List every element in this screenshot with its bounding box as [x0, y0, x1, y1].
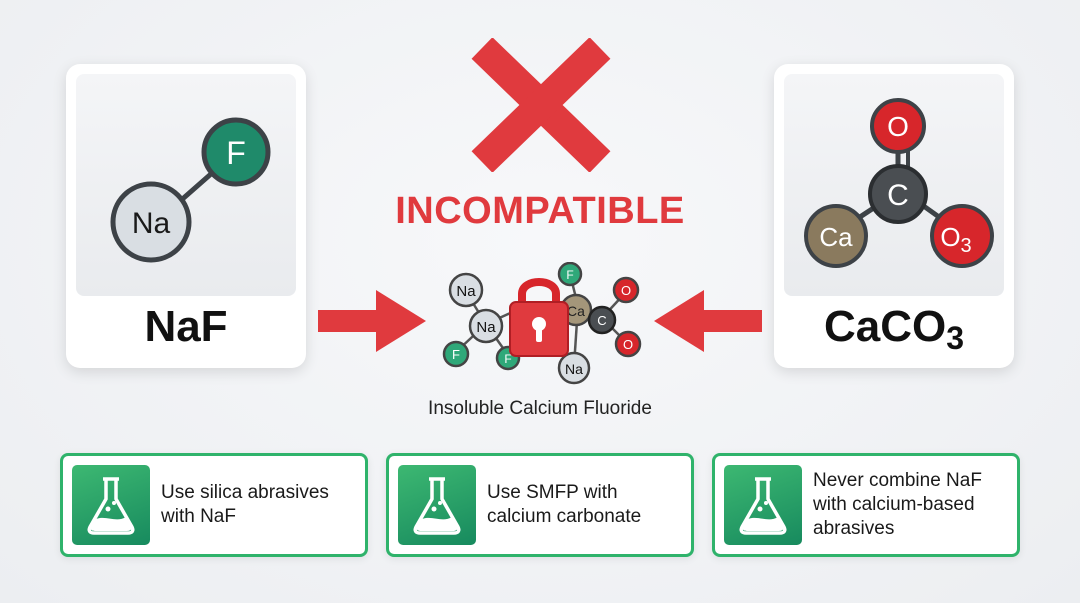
flask-icon	[72, 465, 150, 545]
oxygen-right-atom-label: O3	[940, 222, 971, 257]
calcium-atom-label: Ca	[819, 222, 853, 252]
tip-card-1: Use silica abrasives with NaF	[60, 453, 368, 557]
cluster-f-top-label: F	[566, 268, 573, 282]
tip-text-2: Use SMFP with calcium carbonate	[487, 482, 642, 527]
incompatible-headline: INCOMPATIBLE	[395, 190, 685, 232]
naf-molecule-panel: Na F	[76, 74, 296, 296]
caco3-card: O C Ca O3 CaCO3	[774, 64, 1014, 368]
right-arrow-icon	[654, 290, 762, 352]
caco3-formula: CaCO3	[823, 302, 965, 356]
calcium-fluoride-cluster: Na Na F F F Ca C O O Na	[442, 262, 642, 385]
cluster-na-mid-label: Na	[476, 319, 496, 336]
left-arrow-icon	[318, 290, 426, 352]
flask-icon	[724, 465, 802, 545]
sodium-atom-label: Na	[132, 207, 171, 240]
cluster-f-left-label: F	[452, 347, 460, 362]
carbon-atom-label: C	[887, 179, 909, 212]
caco3-molecule-panel: O C Ca O3	[784, 74, 1004, 296]
padlock-icon	[509, 278, 569, 357]
cluster-na-bottom-label: Na	[565, 361, 583, 377]
oxygen-top-atom-label: O	[887, 111, 909, 142]
tip-text-3: Never combine NaF with calcium-based abr…	[813, 470, 982, 539]
naf-molecule-diagram: Na F	[110, 117, 271, 263]
cluster-c-label: C	[597, 313, 606, 328]
tip-text-1: Use silica abrasives with NaF	[161, 482, 329, 527]
fluorine-atom-label: F	[226, 135, 246, 171]
tip-card-2: Use SMFP with calcium carbonate	[386, 453, 694, 557]
naf-card: Na F NaF	[66, 64, 306, 368]
cluster-na-top-label: Na	[456, 283, 476, 300]
caco3-molecule-diagram: O C Ca O3	[804, 98, 994, 268]
tip-card-3: Never combine NaF with calcium-based abr…	[712, 453, 1020, 557]
naf-formula: NaF	[144, 302, 228, 351]
insoluble-caption: Insoluble Calcium Fluoride	[428, 398, 652, 419]
cluster-o-top-label: O	[621, 283, 631, 298]
cluster-ca-label: Ca	[567, 303, 585, 319]
cluster-f-bottom-label: F	[504, 352, 511, 366]
flask-icon	[398, 465, 476, 545]
x-mark-icon	[471, 38, 611, 172]
cluster-o-bottom-label: O	[623, 337, 633, 352]
